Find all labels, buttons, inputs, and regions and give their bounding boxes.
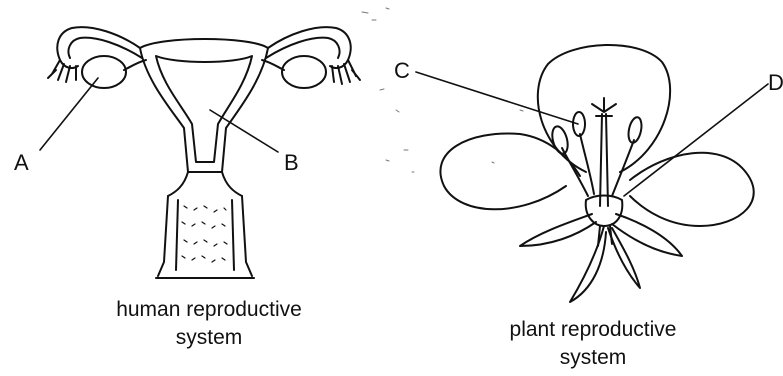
ovary-left	[82, 56, 126, 88]
label-d: D	[768, 72, 783, 94]
human-caption-line2: system	[104, 324, 314, 352]
vagina-outline	[158, 196, 252, 276]
anther-right	[626, 116, 643, 144]
plant-reproductive-system	[416, 45, 768, 302]
human-caption: human reproductive system	[104, 296, 314, 353]
leader-line-b	[210, 110, 278, 152]
ovarian-ligament-right	[262, 60, 284, 70]
ovarian-ligament-left	[124, 60, 146, 70]
human-reproductive-system	[40, 27, 360, 278]
fallopian-tube-right-inner	[266, 38, 340, 58]
human-caption-line1: human reproductive	[104, 296, 314, 324]
sepal-right	[612, 214, 682, 256]
plant-caption: plant reproductive system	[488, 316, 698, 373]
label-a: A	[14, 152, 29, 174]
ovary-right	[282, 56, 326, 88]
uterus-outline	[140, 39, 268, 172]
sepal-bottom	[570, 226, 606, 302]
fallopian-tube-left-inner	[68, 38, 142, 58]
leader-line-d	[624, 84, 768, 196]
vagina-stipple	[182, 206, 227, 262]
stigma	[592, 98, 616, 116]
label-c: C	[394, 60, 410, 82]
anther-left	[550, 125, 571, 156]
petal-right	[630, 153, 754, 226]
plant-caption-line1: plant reproductive	[488, 316, 698, 344]
plant-caption-line2: system	[488, 344, 698, 372]
sepal-bottom-right	[608, 228, 640, 288]
scan-noise	[362, 8, 523, 172]
anther-center-left	[573, 112, 585, 136]
flower-ovary	[586, 196, 623, 227]
label-b: B	[284, 152, 299, 174]
cervix	[168, 172, 242, 196]
sepal-left	[520, 214, 596, 246]
style	[600, 114, 608, 206]
leader-line-a	[40, 78, 98, 150]
leader-line-c	[416, 72, 578, 124]
stamen-right-filament	[612, 140, 634, 196]
petal-left	[440, 134, 580, 210]
